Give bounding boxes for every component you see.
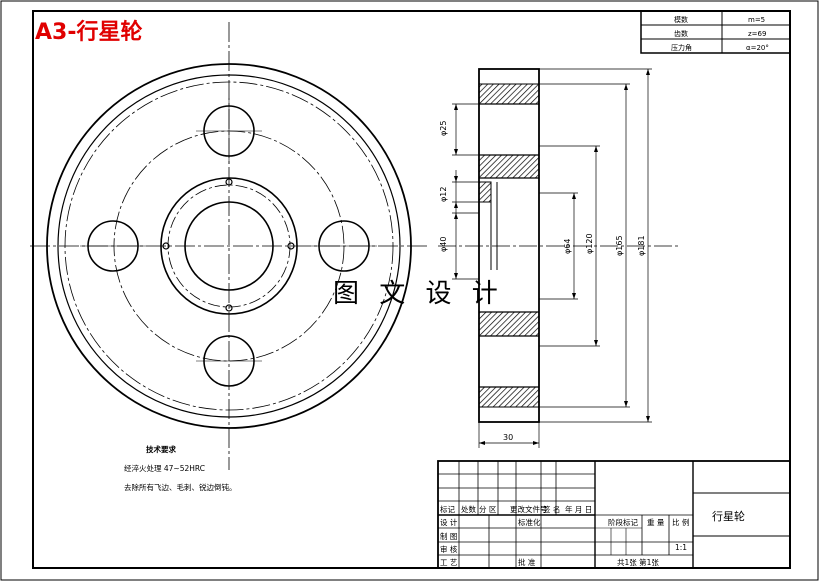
param-value-0: m=5 <box>748 16 765 24</box>
dim-d64: φ64 <box>563 239 572 254</box>
dim-width: 30 <box>503 433 513 442</box>
watermark-text: 图 文 设 计 <box>333 279 504 309</box>
tb-sheets: 共1张 第1张 <box>617 557 659 567</box>
pin-hole-bottom <box>225 304 233 312</box>
param-label-1: 齿数 <box>674 29 688 38</box>
tech-line-2: 去除所有飞边、毛刺、锐边倒钝。 <box>124 482 237 492</box>
pin-hole-top <box>225 178 233 186</box>
dim-d181: φ181 <box>637 235 646 256</box>
sheet-title: A3-行星轮 <box>35 20 143 45</box>
front-view <box>30 22 428 470</box>
gear-body-outline <box>478 68 540 423</box>
tb-date: 年 月 日 <box>565 504 592 514</box>
section-view <box>438 68 680 448</box>
tech-line-1: 经淬火处理 47~52HRC <box>124 463 205 473</box>
pitch-circle <box>64 81 394 411</box>
tb-sign: 签 名 <box>543 504 560 514</box>
tb-count: 处数 <box>461 504 476 514</box>
dim-d40: φ40 <box>439 237 448 252</box>
param-label-2: 压力角 <box>671 43 692 52</box>
dim-d165: φ165 <box>615 235 624 256</box>
dimension-labels: φ25 φ12 φ40 φ64 φ120 φ165 φ181 30 <box>439 121 646 442</box>
tb-scale-label: 比 例 <box>672 517 689 527</box>
pin-hole-right <box>287 242 295 250</box>
pin-hole-left <box>162 242 170 250</box>
hatch-rim-bottom <box>478 386 540 408</box>
tip-circle <box>46 63 412 429</box>
tb-drafter: 制 图 <box>440 531 457 541</box>
param-value-2: α=20° <box>746 44 769 52</box>
hub-circle <box>160 177 298 315</box>
inner-border <box>32 10 791 569</box>
tb-scale-value: 1:1 <box>675 543 687 552</box>
tb-mark: 标记 <box>440 504 455 514</box>
tb-standard: 标准化 <box>518 517 541 527</box>
tb-doc: 更改文件号 <box>510 504 548 514</box>
parameter-table <box>640 10 791 54</box>
tb-zone: 分 区 <box>479 505 497 514</box>
hatch-web-bottom <box>478 311 540 337</box>
tb-weight: 重 量 <box>647 518 665 527</box>
param-value-1: z=69 <box>748 30 766 38</box>
parameter-text: 模数 m=5 齿数 z=69 压力角 α=20° <box>671 15 769 52</box>
root-circle <box>57 74 401 418</box>
dim-d12: φ12 <box>439 187 448 202</box>
tb-reviewer: 审 核 <box>440 544 458 554</box>
param-label-0: 模数 <box>674 15 688 24</box>
tb-stage-mark: 阶段标记 <box>608 517 638 527</box>
dim-d120: φ120 <box>585 233 594 254</box>
hatch-rim-top <box>478 83 540 105</box>
title-block-text: 标记 处数 分 区 更改文件号 签 名 年 月 日 设 计 标准化 制 图 审 … <box>440 504 745 567</box>
title-block <box>437 460 791 569</box>
tb-approve: 批 准 <box>518 557 536 567</box>
tech-heading: 技术要求 <box>146 444 176 454</box>
hub-pitch-circle <box>167 184 291 308</box>
bore-circle <box>184 201 274 291</box>
tech-requirements: 技术要求 经淬火处理 47~52HRC 去除所有飞边、毛刺、锐边倒钝。 <box>124 444 237 492</box>
tb-designer: 设 计 <box>440 517 458 527</box>
hatch-hub-notch <box>478 181 492 203</box>
tb-part-name: 行星轮 <box>712 509 745 523</box>
hatch-web-top <box>478 154 540 179</box>
dim-d25: φ25 <box>439 121 448 136</box>
tb-process: 工 艺 <box>440 558 457 567</box>
